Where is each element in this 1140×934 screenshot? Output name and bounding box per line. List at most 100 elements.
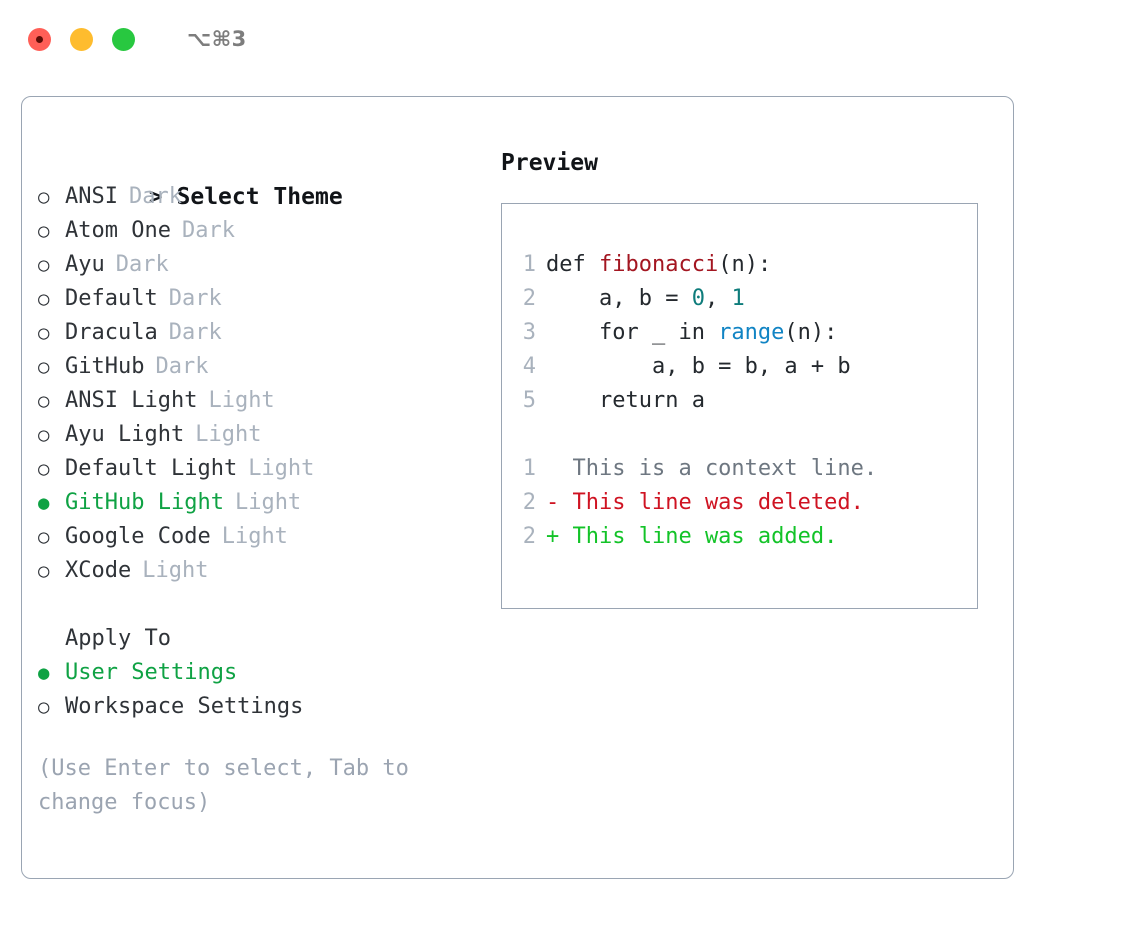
theme-variant-tag: Light — [142, 558, 209, 583]
radio-unselected-icon[interactable]: ○ — [38, 288, 50, 310]
theme-name-label: GitHub — [65, 354, 145, 379]
theme-list-item[interactable]: ○ Default Light Light — [38, 452, 488, 486]
radio-unselected-icon[interactable]: ○ — [38, 560, 50, 582]
code-token: a, b = b, a + b — [546, 354, 851, 379]
theme-list-item[interactable]: ○ ANSI Light Light — [38, 384, 488, 418]
code-line-text: a, b = b, a + b — [546, 350, 851, 384]
theme-name-label: Default Light — [65, 456, 238, 481]
code-line: 1 def fibonacci(n): — [502, 248, 977, 282]
keyboard-hint-text: (Use Enter to select, Tab to change focu… — [38, 756, 423, 815]
theme-name-label: Default — [65, 286, 158, 311]
line-number: 2 — [522, 286, 536, 311]
theme-name-label: ANSI Light — [65, 388, 198, 413]
section-spacer — [38, 588, 488, 622]
theme-variant-tag: Dark — [181, 218, 235, 243]
blank-marker-icon: ○ — [38, 622, 65, 656]
apply-to-heading: ○ Apply To — [38, 622, 488, 656]
line-number: 2 — [522, 524, 536, 549]
theme-list-item[interactable]: ○ GitHub Dark — [38, 350, 488, 384]
code-line-text: This is a context line. — [546, 452, 877, 486]
code-token: 0 — [691, 286, 705, 311]
theme-name-label: ANSI — [65, 184, 118, 209]
diff-line: 2 + This line was added. — [502, 520, 977, 554]
theme-name-label: GitHub Light — [65, 490, 224, 515]
diff-line: 2 - This line was deleted. — [502, 486, 977, 520]
radio-unselected-icon[interactable]: ○ — [38, 390, 50, 412]
code-token: def — [546, 252, 599, 277]
minimize-window-button[interactable] — [70, 27, 93, 51]
radio-unselected-icon[interactable]: ○ — [38, 696, 50, 718]
radio-unselected-icon[interactable]: ○ — [38, 220, 50, 242]
theme-list-item[interactable]: ● GitHub Light Light — [38, 486, 488, 520]
code-token: , — [704, 286, 732, 311]
diff-sample: 1 This is a context line. 2 - This line wa… — [502, 452, 977, 554]
code-line-text: - This line was deleted. — [546, 486, 864, 520]
theme-list-item[interactable]: ○ Default Dark — [38, 282, 488, 316]
apply-to-list[interactable]: ●User Settings ○ Workspace Settings — [38, 656, 488, 724]
apply-to-label: Workspace Settings — [65, 694, 304, 719]
code-token: (n): — [784, 320, 838, 345]
radio-selected-icon[interactable]: ● — [38, 662, 50, 684]
code-token: range — [718, 320, 785, 345]
traffic-light-group — [28, 27, 135, 51]
code-line: 4 a, b = b, a + b — [502, 350, 977, 384]
close-window-button[interactable] — [28, 27, 51, 51]
radio-unselected-icon[interactable]: ○ — [38, 186, 50, 208]
code-token: for _ in — [546, 320, 719, 345]
line-number: 5 — [522, 388, 536, 413]
radio-unselected-icon[interactable]: ○ — [38, 356, 50, 378]
radio-unselected-icon[interactable]: ○ — [38, 322, 50, 344]
apply-to-heading-label: Apply To — [65, 626, 171, 651]
code-token: a, b = — [546, 286, 692, 311]
code-line: 3 for _ in range(n): — [502, 316, 977, 350]
line-number: 4 — [522, 354, 536, 379]
radio-unselected-icon[interactable]: ○ — [38, 254, 50, 276]
code-token: - This line was deleted. — [546, 490, 864, 515]
radio-unselected-icon[interactable]: ○ — [38, 526, 50, 548]
code-token: 1 — [731, 286, 745, 311]
code-line-text: + This line was added. — [546, 520, 837, 554]
apply-to-list-item[interactable]: ●User Settings — [38, 656, 488, 690]
select-theme-heading: > Select Theme — [38, 146, 488, 210]
code-token: (n): — [718, 252, 772, 277]
theme-variant-tag: Light — [248, 456, 315, 481]
theme-list-item[interactable]: ○ XCode Light — [38, 554, 488, 588]
preview-heading: Preview — [501, 150, 598, 176]
code-token: fibonacci — [598, 252, 719, 277]
theme-variant-tag: Dark — [155, 354, 209, 379]
theme-variant-tag: Light — [195, 422, 262, 447]
line-number: 3 — [522, 320, 536, 345]
theme-name-label: XCode — [65, 558, 132, 583]
radio-selected-icon[interactable]: ● — [38, 492, 50, 514]
apply-to-list-item[interactable]: ○ Workspace Settings — [38, 690, 488, 724]
theme-variant-tag: Light — [208, 388, 275, 413]
theme-variant-tag: Dark — [115, 252, 169, 277]
code-diff-spacer — [502, 418, 977, 452]
theme-variant-tag: Dark — [168, 286, 222, 311]
code-line-text: a, b = 0, 1 — [546, 282, 745, 316]
maximize-window-button[interactable] — [112, 27, 135, 51]
line-number: 2 — [522, 490, 536, 515]
code-token: + This line was added. — [546, 524, 838, 549]
radio-unselected-icon[interactable]: ○ — [38, 424, 50, 446]
radio-unselected-icon[interactable]: ○ — [38, 458, 50, 480]
theme-name-label: Dracula — [65, 320, 158, 345]
prompt-caret-icon: > — [148, 184, 163, 210]
code-line-text: def fibonacci(n): — [546, 248, 771, 282]
theme-name-label: Ayu Light — [65, 422, 185, 447]
theme-variant-tag: Light — [234, 490, 302, 515]
line-number: 1 — [522, 456, 536, 481]
line-number: 1 — [522, 252, 536, 277]
theme-list-item[interactable]: ○ Ayu Light Light — [38, 418, 488, 452]
title-bar: ⌥⌘3 — [0, 0, 1140, 78]
